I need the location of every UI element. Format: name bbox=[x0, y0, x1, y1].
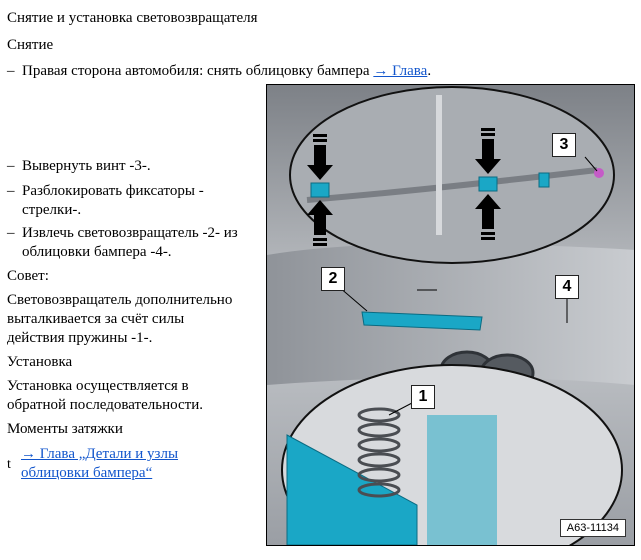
install-line-2: обратной последовательности. bbox=[7, 397, 203, 413]
step-2: – Вывернуть винт -3-. bbox=[7, 157, 151, 176]
step-dash: – bbox=[7, 225, 15, 241]
illustration-drawing bbox=[267, 85, 634, 545]
step-4: – Извлечь световозвращатель -2- из bbox=[7, 224, 238, 243]
step-3-text-line2: стрелки-. bbox=[22, 202, 82, 218]
step-1-end: . bbox=[427, 63, 432, 79]
torque-label: Моменты затяжки bbox=[7, 421, 123, 437]
tip-line-3: действия пружины -1-. bbox=[7, 330, 153, 346]
step-dash: – bbox=[7, 63, 15, 79]
section-removal: Снятие bbox=[7, 37, 54, 53]
figure-label-1: 1 bbox=[411, 385, 435, 409]
figure-label-3: 3 bbox=[552, 133, 576, 157]
install-label: Установка bbox=[7, 354, 73, 370]
torque-bullet: t bbox=[7, 457, 11, 472]
tip-label: Совет: bbox=[7, 268, 49, 284]
torque-link-line2[interactable]: облицовки бампера“ bbox=[21, 465, 153, 481]
install-line-1: Установка осуществляется в bbox=[7, 378, 189, 394]
tip-line-1: Световозвращатель дополнительно bbox=[7, 292, 233, 308]
page-title: Снятие и установка световозвращателя bbox=[7, 10, 258, 26]
step-2-text: Вывернуть винт -3-. bbox=[22, 158, 151, 174]
step-3-text-line1: Разблокировать фиксаторы - bbox=[22, 183, 204, 199]
figure-label-4: 4 bbox=[555, 275, 579, 299]
step-4-text-line2: облицовки бампера -4-. bbox=[22, 244, 172, 260]
illustration-figure: 1 2 3 4 A63-11134 bbox=[266, 84, 635, 546]
step-1: – Правая сторона автомобиля: снять облиц… bbox=[7, 62, 431, 81]
step-4-text-line1: Извлечь световозвращатель -2- из bbox=[22, 225, 238, 241]
figure-label-2: 2 bbox=[321, 267, 345, 291]
step-dash: – bbox=[7, 158, 15, 174]
step-1-text: Правая сторона автомобиля: снять облицов… bbox=[22, 63, 370, 79]
step-3: – Разблокировать фиксаторы - bbox=[7, 182, 204, 201]
figure-code: A63-11134 bbox=[559, 519, 626, 537]
chapter-link[interactable]: → Глава bbox=[373, 63, 428, 79]
tip-line-2: выталкивается за счёт силы bbox=[7, 311, 185, 327]
torque-link-line1[interactable]: → Глава „Детали и узлы bbox=[21, 446, 179, 462]
step-dash: – bbox=[7, 183, 15, 199]
